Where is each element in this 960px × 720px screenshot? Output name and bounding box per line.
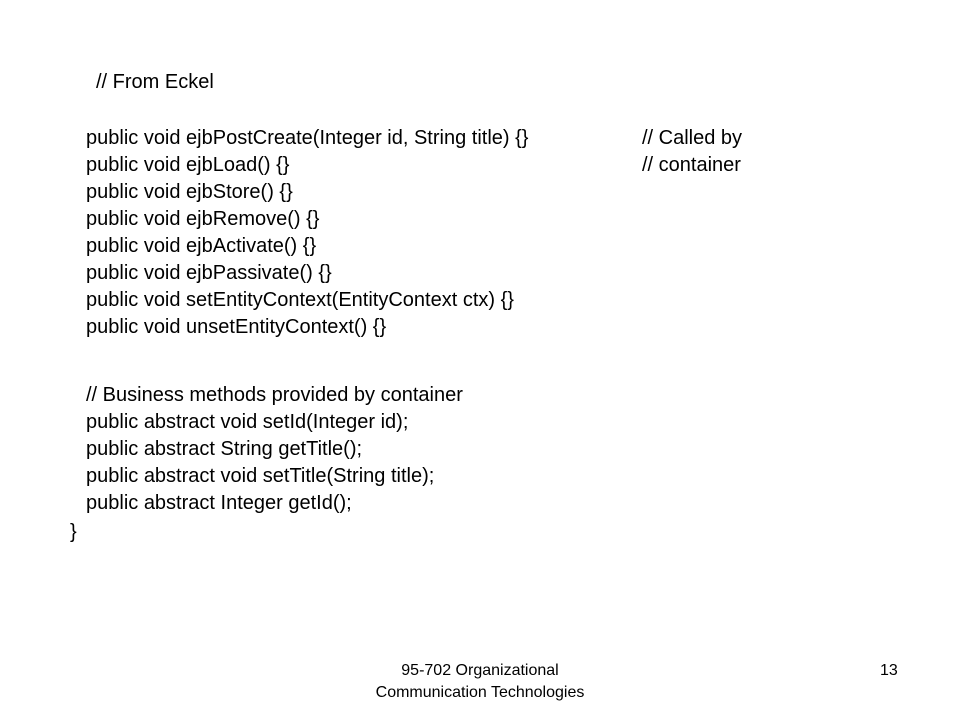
footer-line-2: Communication Technologies (375, 684, 585, 701)
side-comment-2: // container (642, 154, 741, 176)
code-line-3: public void ejbStore() {} (86, 181, 293, 203)
code-line-5: public void ejbActivate() {} (86, 235, 317, 257)
business-line-4: public abstract Integer getId(); (86, 492, 352, 514)
business-line-1: public abstract void setId(Integer id); (86, 411, 409, 433)
business-line-3: public abstract void setTitle(String tit… (86, 465, 435, 487)
code-line-4: public void ejbRemove() {} (86, 208, 320, 230)
footer-line-1: 95-702 Organizational (401, 662, 559, 679)
code-line-1: public void ejbPostCreate(Integer id, St… (86, 127, 529, 149)
section-comment: // Business methods provided by containe… (86, 384, 463, 406)
closing-brace: } (70, 521, 77, 543)
code-line-7: public void setEntityContext(EntityConte… (86, 289, 514, 311)
code-line-8: public void unsetEntityContext() {} (86, 316, 387, 338)
footer-course-title: 95-702 Organizational Communication Tech… (280, 660, 680, 704)
header-comment: // From Eckel (96, 71, 214, 93)
side-comment-1: // Called by (642, 127, 743, 149)
code-line-6: public void ejbPassivate() {} (86, 262, 332, 284)
code-line-2: public void ejbLoad() {} (86, 154, 290, 176)
page-number: 13 (880, 662, 898, 679)
business-line-2: public abstract String getTitle(); (86, 438, 363, 460)
